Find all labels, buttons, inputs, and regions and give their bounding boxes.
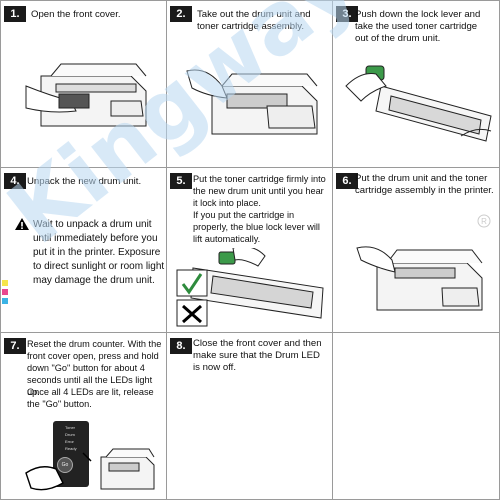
step-7-illustration [25, 448, 155, 491]
step-7-line-1: Reset the drum counter. With the [27, 339, 162, 349]
step-6-line-1: Put the drum unit and the toner [355, 173, 488, 184]
step-5-line-5: properly, the blue lock lever will [193, 222, 320, 232]
step-1-illustration [25, 63, 147, 127]
step-8-line-2: make sure that the Drum LED [193, 350, 320, 361]
step-4-warning-line-5: may damage the drum unit. [33, 275, 155, 286]
step-5-line-6: lift automatically. [193, 234, 261, 244]
step-8-line-3: is now off. [193, 362, 237, 373]
step-1-panel: 1. Open the front cover. [0, 0, 167, 168]
step-5-line-2: the new drum unit until you hear [193, 186, 324, 196]
step-5-line-4: If you put the cartridge in [193, 210, 295, 220]
step-6-line-2: cartridge assembly in the printer. [355, 185, 494, 196]
step-4-number: 4. [4, 173, 26, 189]
warning-icon [15, 218, 29, 230]
led-label-error: Error [65, 439, 74, 444]
step-1-number: 1. [4, 6, 26, 22]
step-4-warning-line-1: Wait to unpack a drum unit [33, 219, 152, 230]
go-button-label: Go [61, 462, 69, 468]
led-label-drum: Drum [65, 432, 75, 437]
step-7-panel: 7. Reset the drum counter. With the fron… [0, 332, 167, 500]
step-5-line-3: it lock into place. [193, 198, 261, 208]
led-label-toner: Toner [65, 425, 76, 430]
empty-panel [332, 332, 500, 500]
step-1-text: Open the front cover. [31, 9, 121, 20]
swatch-cyan [2, 298, 8, 304]
step-6-panel: 6. Put the drum unit and the toner cartr… [332, 167, 500, 333]
step-3-panel: 3. Push down the lock lever and take the… [332, 0, 500, 168]
step-8-line-1: Close the front cover and then [193, 338, 322, 349]
step-2-line-1: Take out the drum unit and [197, 9, 311, 20]
step-4-warning-line-3: put it in the printer. Exposure [33, 247, 161, 258]
step-5-number: 5. [170, 173, 192, 189]
step-4-text: Unpack the new drum unit. [27, 176, 142, 187]
swatch-magenta [2, 289, 8, 295]
step-4-panel: 4. Unpack the new drum unit. Wait to unp… [0, 167, 167, 333]
step-2-line-2: toner cartridge assembly. [197, 21, 304, 32]
color-swatch-strip [2, 280, 14, 320]
step-3-number: 3. [336, 6, 358, 22]
step-7-number: 7. [4, 338, 26, 354]
step-8-panel: 8. Close the front cover and then make s… [166, 332, 333, 500]
step-6-number: 6. [336, 173, 358, 189]
step-5-illustration [176, 248, 324, 327]
step-7-line-4: seconds until all the LEDs light up. [27, 375, 153, 397]
step-6-illustration [356, 246, 483, 311]
led-label-ready: Ready [65, 446, 77, 451]
svg-text:R: R [481, 217, 487, 226]
step-2-number: 2. [170, 6, 192, 22]
step-7-line-6: the "Go" button. [27, 399, 92, 409]
step-4-warning-line-2: until immediately before you [33, 233, 158, 244]
step-3-illustration [345, 65, 492, 142]
step-4-warning-line-4: to direct sunlight or room light [33, 261, 165, 272]
step-3-line-3: out of the drum unit. [355, 33, 441, 44]
step-5-panel: 5. Put the toner cartridge firmly into t… [166, 167, 333, 333]
swatch-yellow [2, 280, 8, 286]
step-3-line-1: Push down the lock lever and [355, 9, 481, 20]
go-button[interactable]: Go [57, 457, 73, 473]
step-2-panel: 2. Take out the drum unit and toner cart… [166, 0, 333, 168]
step-7-line-5: Once all 4 LEDs are lit, release [27, 387, 154, 397]
step-2-illustration [186, 69, 318, 135]
step-5-line-1: Put the toner cartridge firmly into [193, 174, 326, 184]
step-7-line-3: down "Go" button for about 4 [27, 363, 145, 373]
step-8-number: 8. [170, 338, 192, 354]
registered-mark-icon: R [477, 214, 491, 228]
step-7-line-2: front cover open, press and hold [27, 351, 159, 361]
step-3-line-2: take the used toner cartridge [355, 21, 478, 32]
